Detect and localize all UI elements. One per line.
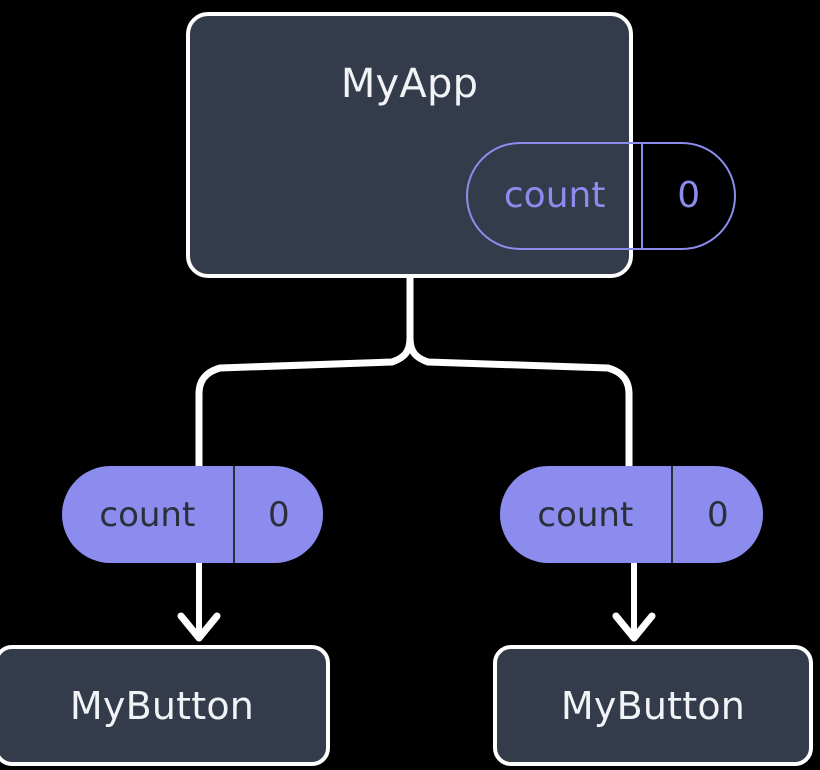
branch-connector-path-right	[406, 274, 633, 470]
arrowhead-right-icon	[612, 612, 656, 642]
state-value-label: 0	[232, 466, 323, 563]
state-value-label: 0	[670, 466, 763, 563]
arrowhead-left-icon	[177, 612, 221, 642]
widget-title-myapp: MyApp	[340, 61, 479, 107]
state-pill-myapp[interactable]: count 0	[466, 142, 736, 250]
state-pill-child-right[interactable]: count 0	[500, 466, 763, 563]
widget-card-mybutton-left[interactable]: MyButton	[0, 645, 330, 766]
widget-card-myapp[interactable]: MyApp count 0	[186, 12, 736, 278]
state-pill-child-left[interactable]: count 0	[62, 466, 323, 563]
branch-connector-path	[195, 274, 414, 470]
state-value-label: 0	[641, 144, 734, 248]
widget-card-mybutton-right[interactable]: MyButton	[493, 645, 813, 766]
widget-title-mybutton: MyButton	[560, 683, 746, 728]
state-key-label: count	[503, 175, 606, 216]
widget-title-mybutton: MyButton	[69, 683, 255, 728]
state-key-label: count	[537, 494, 634, 535]
state-key-label: count	[99, 494, 196, 535]
